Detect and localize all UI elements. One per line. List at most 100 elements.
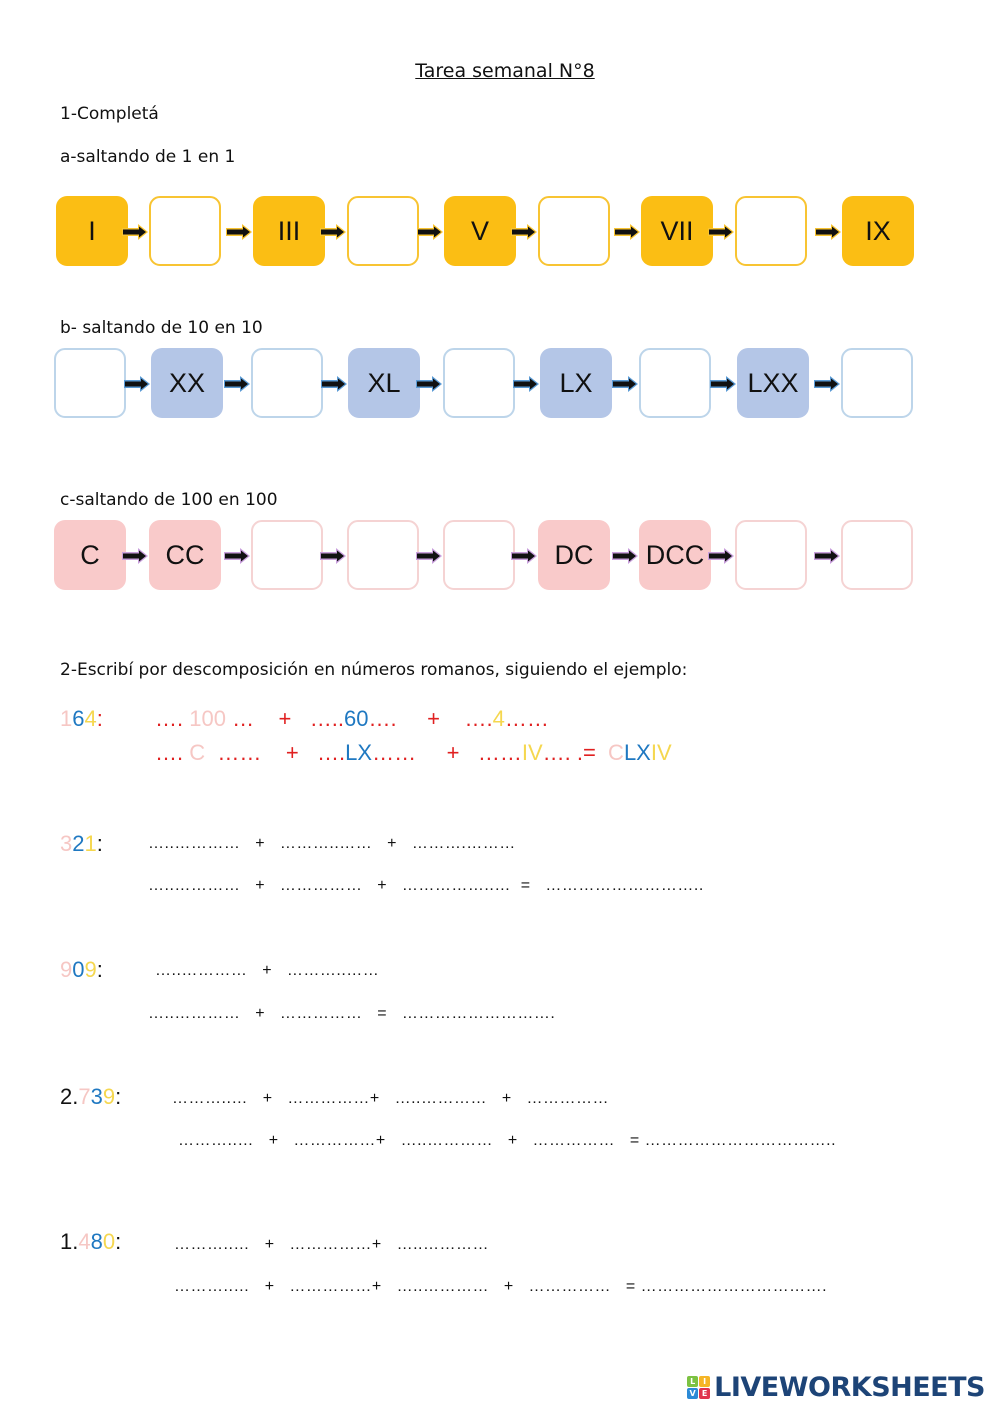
- arrow-right-icon: [710, 376, 736, 392]
- row-c-label: c-saltando de 100 en 100: [60, 490, 278, 510]
- plus-sign: +: [278, 706, 292, 731]
- plus-sign: +: [446, 740, 460, 765]
- sequence-box-blank[interactable]: [443, 520, 515, 590]
- result-units: IV: [650, 740, 672, 765]
- example-tens-roman: LX: [345, 740, 373, 765]
- arrow-right-icon: [612, 548, 638, 564]
- logo-letter: L: [687, 1376, 699, 1387]
- sequence-box-blank[interactable]: [735, 196, 807, 266]
- sequence-box-blank[interactable]: [538, 196, 610, 266]
- digit-units: 1: [84, 831, 97, 856]
- sequence-box-blank[interactable]: [54, 348, 126, 418]
- example-hundreds-roman: C: [189, 740, 206, 765]
- arrow-right-icon: [815, 224, 841, 240]
- arrow-right-icon: [416, 376, 442, 392]
- dots: ….: [155, 706, 190, 731]
- digit-hundreds: 7: [78, 1084, 91, 1109]
- digit-units: 0: [102, 1229, 116, 1254]
- exercise-2739-line2[interactable]: ………..… + ……………+ …..………… + …………… = …………………: [178, 1132, 837, 1149]
- arrow-right-icon: [226, 224, 252, 240]
- arrow-right-icon: [417, 224, 443, 240]
- exercise-number-909: 909:: [60, 957, 103, 983]
- exercise-2739-line1[interactable]: ………..… + ……………+ …..………… + ……………: [172, 1090, 609, 1107]
- row-b-label: b- saltando de 10 en 10: [60, 318, 263, 338]
- row-a-label: a-saltando de 1 en 1: [60, 147, 236, 167]
- sequence-box-blank[interactable]: [251, 348, 323, 418]
- section1-heading: 1-Completá: [60, 104, 159, 124]
- digit-units: 9: [102, 1084, 116, 1109]
- digit-tens: 3: [90, 1084, 103, 1109]
- dots: ….: [317, 740, 346, 765]
- sequence-box-blank[interactable]: [149, 196, 221, 266]
- example-number: 164:: [60, 706, 103, 732]
- plus-sign: +: [285, 740, 299, 765]
- digit-thousands: 2.: [60, 1084, 79, 1109]
- arrow-right-icon: [614, 224, 640, 240]
- sequence-box-given: DCC: [639, 520, 711, 590]
- sequence-box-blank[interactable]: [347, 196, 419, 266]
- sequence-box-blank[interactable]: [841, 520, 913, 590]
- digit-units: 9: [84, 957, 97, 982]
- colon: :: [96, 957, 103, 982]
- result-tens: LX: [623, 740, 651, 765]
- dots: …: [225, 706, 255, 731]
- sequence-box-blank[interactable]: [251, 520, 323, 590]
- exercise-909-line1[interactable]: …..………… + ………..……: [155, 962, 380, 979]
- exercise-321-line1[interactable]: …..………… + ………..…… + ……….………: [148, 835, 516, 852]
- arrow-right-icon: [511, 224, 537, 240]
- exercise-1480-line2[interactable]: ………..… + ……………+ …..………… + …………… = …………………: [174, 1278, 828, 1295]
- exercise-number-321: 321:: [60, 831, 103, 857]
- sequence-box-blank[interactable]: [443, 348, 515, 418]
- exercise-1480-line1[interactable]: ………..… + ……………+ …..…………: [174, 1236, 489, 1253]
- example-line1: …. 100 … + …..60…. + ….4……: [155, 706, 549, 732]
- liveworksheets-logo: L I V E LIVEWORKSHEETS: [687, 1372, 985, 1403]
- plus-sign: +: [427, 706, 440, 731]
- sequence-box-given: IX: [842, 196, 914, 266]
- digit-tens: 6: [72, 706, 85, 731]
- digit-hundreds: 3: [60, 831, 73, 856]
- arrow-right-icon: [708, 224, 734, 240]
- sequence-box-blank[interactable]: [841, 348, 913, 418]
- sequence-box-given: III: [253, 196, 325, 266]
- colon: :: [96, 706, 103, 731]
- arrow-right-icon: [320, 548, 346, 564]
- arrow-right-icon: [612, 376, 638, 392]
- colon: :: [115, 1229, 122, 1254]
- dots: ……: [205, 740, 262, 765]
- dots: ….: [155, 740, 190, 765]
- arrow-right-icon: [224, 376, 250, 392]
- sequence-box-given: DC: [538, 520, 610, 590]
- exercise-321-line2[interactable]: …..………… + …………… + ……………..… = ………………………..: [148, 877, 704, 894]
- live-logo-icon: L I V E: [687, 1376, 711, 1399]
- sequence-box-given: I: [56, 196, 128, 266]
- arrow-right-icon: [513, 376, 539, 392]
- example-line2: …. C …… + ….LX…… + ……IV…. .= CLXIV: [155, 740, 672, 766]
- exercise-909-line2[interactable]: …..………… + …………… = ……………………….: [148, 1005, 556, 1022]
- digit-tens: 8: [90, 1229, 103, 1254]
- digit-hundreds: 9: [60, 957, 73, 982]
- example-tens-value: 60: [343, 706, 369, 731]
- section2-heading: 2-Escribí por descomposición en números …: [60, 660, 688, 680]
- arrow-right-icon: [320, 224, 346, 240]
- logo-letter: I: [699, 1376, 711, 1387]
- dots: …. .=: [542, 740, 596, 765]
- exercise-number-1480: 1.480:: [60, 1229, 121, 1255]
- sequence-box-blank[interactable]: [639, 348, 711, 418]
- digit-tens: 0: [72, 957, 85, 982]
- sequence-box-given: VII: [641, 196, 713, 266]
- sequence-box-given: LX: [540, 348, 612, 418]
- arrow-right-icon: [814, 376, 840, 392]
- digit-thousands: 1.: [60, 1229, 79, 1254]
- dots: ….: [368, 706, 397, 731]
- page-title: Tarea semanal N°8: [415, 60, 595, 82]
- colon: :: [96, 831, 103, 856]
- dots: ….: [464, 706, 493, 731]
- exercise-number-2739: 2.739:: [60, 1084, 121, 1110]
- arrow-right-icon: [708, 548, 734, 564]
- sequence-box-given: C: [54, 520, 126, 590]
- sequence-box-given: CC: [149, 520, 221, 590]
- sequence-box-blank[interactable]: [347, 520, 419, 590]
- sequence-box-blank[interactable]: [735, 520, 807, 590]
